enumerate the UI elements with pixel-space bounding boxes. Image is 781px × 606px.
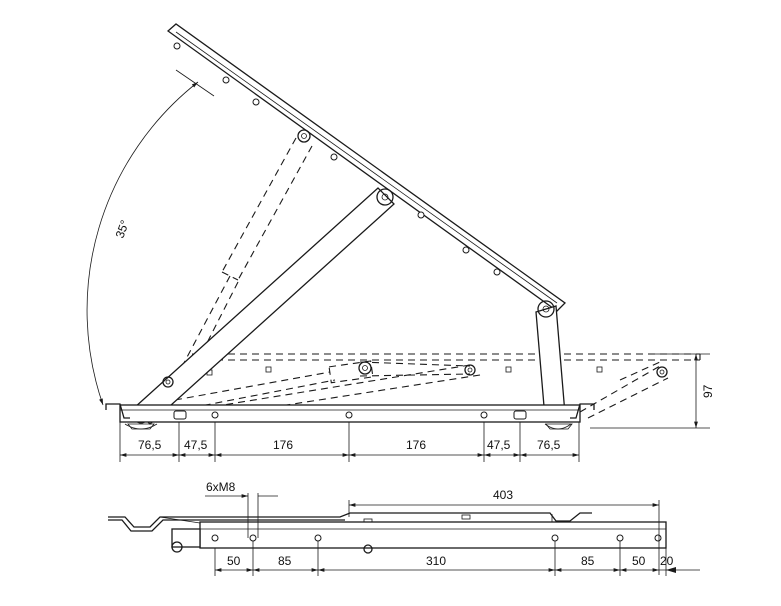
overall-label: 403 xyxy=(493,488,513,502)
angle-dimension: 35° xyxy=(86,69,215,406)
lowered-frame-dashed xyxy=(192,353,701,361)
side-dim-1: 76,5 xyxy=(138,438,162,452)
gas-spring-dashed xyxy=(175,137,313,385)
strut-arm-left xyxy=(133,187,395,425)
top-view: 6xM8 403 50 85 310 85 xyxy=(108,480,700,576)
top-dimension-chain: 50 85 310 85 50 20 xyxy=(214,541,700,576)
side-dim-2: 47,5 xyxy=(184,438,208,452)
base-rail xyxy=(105,403,595,430)
side-dimension-chain: 76,5 47,5 176 176 47,5 76,5 xyxy=(119,422,580,462)
side-dim-4: 176 xyxy=(406,438,426,452)
top-dim-2: 85 xyxy=(278,554,292,568)
height-label: 97 xyxy=(701,384,715,398)
height-dimension: 97 xyxy=(590,353,715,429)
thread-label: 6xM8 xyxy=(206,480,236,494)
overall-dimension: 403 xyxy=(348,488,660,575)
top-dim-4: 85 xyxy=(581,554,595,568)
side-dim-3: 176 xyxy=(273,438,293,452)
spring-pivot-top xyxy=(297,129,311,143)
top-dim-3: 310 xyxy=(426,554,446,568)
lowered-linkage-dashed xyxy=(174,360,669,421)
thread-callout: 6xM8 xyxy=(205,480,278,538)
side-view: 35° 97 76,5 47,5 176 176 xyxy=(86,23,715,462)
top-main-bar xyxy=(171,521,667,554)
raised-top-plate xyxy=(166,23,567,312)
top-dim-6: 20 xyxy=(660,554,674,568)
side-dim-6: 76,5 xyxy=(537,438,561,452)
top-dim-1: 50 xyxy=(227,554,241,568)
top-dim-5: 50 xyxy=(632,554,646,568)
strut-arm-right xyxy=(535,300,566,422)
angle-label: 35° xyxy=(113,218,132,240)
side-dim-5: 47,5 xyxy=(487,438,511,452)
